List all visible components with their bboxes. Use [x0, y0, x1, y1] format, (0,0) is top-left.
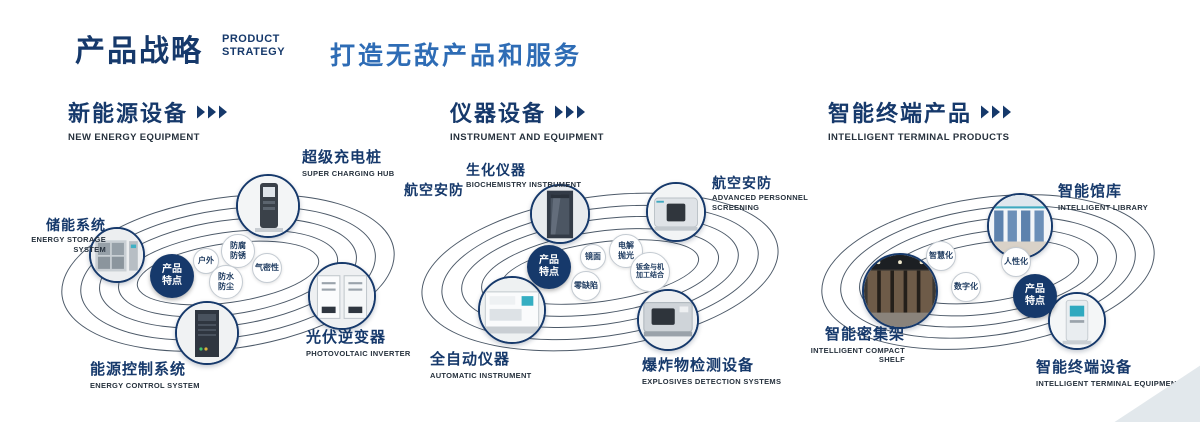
section-subtitle-instruments: INSTRUMENT AND EQUIPMENT [450, 132, 604, 143]
label-en: AUTOMATIC INSTRUMENT [430, 370, 532, 380]
label-zh: 智能终端设备 [1036, 359, 1133, 376]
product-photo-super-charger [236, 174, 300, 238]
section-header-instruments: 仪器设备 INSTRUMENT AND EQUIPMENT [450, 96, 604, 143]
label-zh: 爆炸物检测设备 [642, 357, 755, 374]
center-chip-label: 产品特点 [162, 263, 182, 288]
label-energy-control: 能源控制系统 ENERGY CONTROL SYSTEM [90, 361, 200, 390]
feature-bubble: 数字化 [951, 272, 981, 302]
label-zh: 生化仪器 [466, 162, 526, 178]
energy-control-image [177, 303, 237, 363]
label-en: ENERGY STORAGE SYSTEM [31, 235, 106, 255]
section-title-intelligent-terminal: 智能终端产品 [828, 101, 973, 126]
section-subtitle-new-energy: NEW ENERGY EQUIPMENT [68, 132, 200, 143]
feature-bubble: 人性化 [1001, 247, 1031, 277]
feature-bubble: 防腐防锈 [221, 234, 255, 268]
feature-label: 气密性 [255, 263, 279, 273]
corner-decoration [1113, 365, 1200, 422]
label-personnel-screening: 航空安防 ADVANCED PERSONNEL SCREENING [712, 175, 812, 213]
feature-label: 智慧化 [929, 251, 953, 261]
energy-storage-image [91, 229, 143, 281]
center-chip-intelligent-terminal: 产品特点 [1013, 274, 1057, 318]
product-photo-biochemistry [530, 184, 590, 244]
section-title-instruments: 仪器设备 [450, 101, 547, 126]
label-en: SUPER CHARGING HUB [302, 168, 395, 178]
intelligent-library-image [989, 195, 1051, 257]
section-header-intelligent-terminal: 智能终端产品 INTELLIGENT TERMINAL PRODUCTS [828, 96, 1017, 143]
center-chip-new-energy: 产品特点 [150, 254, 194, 298]
label-en: EXPLOSIVES DETECTION SYSTEMS [642, 376, 782, 386]
feature-label: 户外 [198, 256, 214, 266]
compact-shelf-image [864, 255, 936, 327]
feature-bubble: 镜面 [580, 244, 606, 270]
explosives-detection-image [639, 291, 697, 349]
automatic-instrument-image [480, 278, 544, 342]
label-en: BIOCHEMISTRY INSTRUMENT [466, 180, 582, 190]
label-intelligent-library: 智能馆库 INTELLIGENT LIBRARY [1058, 183, 1149, 212]
feature-label: 防腐防锈 [230, 241, 246, 260]
feature-label: 数字化 [954, 282, 978, 292]
center-chip-label: 产品特点 [539, 254, 559, 279]
product-photo-compact-shelf [862, 253, 938, 329]
label-zh: 光伏逆变器 [306, 329, 387, 346]
product-photo-explosives-detection [637, 289, 699, 351]
feature-bubble: 气密性 [252, 253, 282, 283]
feature-label: 零缺陷 [574, 281, 598, 291]
label-terminal-equipment: 智能终端设备 INTELLIGENT TERMINAL EQUIPMENT [1036, 359, 1186, 388]
feature-label: 防水防尘 [218, 272, 234, 291]
triple-chevron-icon [197, 105, 228, 119]
label-en: ENERGY CONTROL SYSTEM [90, 380, 200, 390]
product-photo-pv-inverter [308, 262, 376, 330]
product-photo-energy-control [175, 301, 239, 365]
label-zh: 航空安防 [712, 175, 772, 191]
label-en: ADVANCED PERSONNEL SCREENING [712, 193, 808, 213]
triple-chevron-icon [555, 105, 586, 119]
label-en: INTELLIGENT COMPACT SHELF [810, 345, 905, 365]
label-compact-shelf: 智能密集架 INTELLIGENT COMPACT SHELF [793, 326, 905, 365]
feature-bubble: 智慧化 [926, 241, 956, 271]
label-zh: 智能密集架 [824, 326, 905, 343]
pv-inverter-image [310, 264, 374, 328]
label-energy-storage: 储能系统 ENERGY STORAGE SYSTEM [22, 217, 106, 255]
section-subtitle-intelligent-terminal: INTELLIGENT TERMINAL PRODUCTS [828, 132, 1010, 143]
page-title-en: PRODUCT STRATEGY [222, 33, 285, 58]
section-header-new-energy: 新能源设备 NEW ENERGY EQUIPMENT [68, 96, 233, 143]
label-pv-inverter: 光伏逆变器 PHOTOVOLTAIC INVERTER [306, 329, 411, 358]
label-explosives-detection: 爆炸物检测设备 EXPLOSIVES DETECTION SYSTEMS [642, 357, 792, 386]
page-title: 产品战略 [75, 35, 203, 68]
section-title-new-energy: 新能源设备 [68, 101, 189, 126]
feature-label: 人性化 [1004, 257, 1028, 267]
label-zh: 超级充电桩 [302, 149, 383, 166]
label-zh: 能源控制系统 [90, 361, 187, 378]
label-super-charger: 超级充电桩 SUPER CHARGING HUB [302, 149, 395, 178]
product-photo-terminal-equipment [1048, 292, 1106, 350]
super-charger-image [238, 176, 298, 236]
triple-chevron-icon [981, 105, 1012, 119]
feature-bubble: 零缺陷 [571, 271, 601, 301]
label-zh: 智能馆库 [1058, 183, 1123, 200]
product-photo-energy-storage [89, 227, 145, 283]
feature-label: 镜面 [585, 252, 601, 262]
label-en: INTELLIGENT LIBRARY [1058, 202, 1149, 212]
product-photo-personnel-screening [646, 182, 706, 242]
label-en: PHOTOVOLTAIC INVERTER [306, 348, 411, 358]
feature-bubble: 钣金与机加工结合 [630, 252, 670, 292]
page-title-en-line2: STRATEGY [222, 45, 286, 58]
tagline: 打造无敌产品和服务 [330, 42, 583, 70]
label-en: INTELLIGENT TERMINAL EQUIPMENT [1036, 378, 1182, 388]
feature-label: 钣金与机加工结合 [636, 263, 664, 279]
biochemistry-instrument-image [532, 186, 588, 242]
label-zh: 全自动仪器 [430, 351, 511, 368]
personnel-screening-image [648, 184, 704, 240]
label-automatic-instrument: 全自动仪器 AUTOMATIC INSTRUMENT [430, 351, 532, 380]
terminal-equipment-image [1050, 294, 1104, 348]
product-photo-automatic-instrument [478, 276, 546, 344]
feature-label: 电解抛光 [618, 241, 634, 260]
feature-bubble: 防水防尘 [209, 265, 243, 299]
label-biochemistry: 生化仪器 BIOCHEMISTRY INSTRUMENT [466, 162, 588, 190]
center-chip-instruments: 产品特点 [527, 245, 571, 289]
label-aviation-security-extra: 航空安防 [404, 182, 464, 198]
center-chip-label: 产品特点 [1025, 283, 1045, 308]
label-zh: 储能系统 [46, 217, 106, 233]
page-title-en-line1: PRODUCT [222, 33, 280, 45]
